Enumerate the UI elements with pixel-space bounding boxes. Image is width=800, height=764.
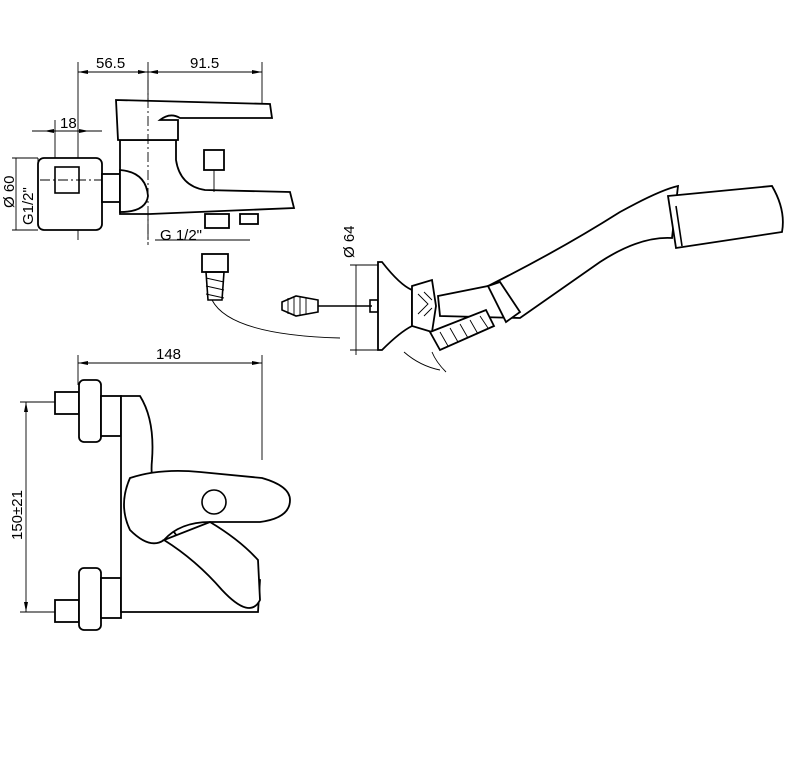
dim-91-5: 91.5 [190, 55, 219, 72]
hose-connector [201, 253, 229, 273]
lower-inlet [54, 599, 80, 623]
dim-outlet-thread: G 1/2" [160, 227, 202, 244]
dim-148: 148 [156, 346, 181, 363]
connection-nut [101, 173, 121, 203]
dim-150-21: 150±21 [9, 490, 26, 540]
shower-assembly: Ø 64 [281, 184, 784, 373]
dim-18: 18 [60, 115, 77, 132]
dim-inlet-thread: G1/2" [20, 187, 37, 225]
shower-head [666, 185, 784, 250]
front-lever [123, 469, 291, 545]
wall-flange [37, 157, 103, 231]
mixer-body [119, 139, 296, 215]
dim-56-5: 56.5 [96, 55, 125, 72]
wall-plug [281, 295, 319, 317]
side-view: 56.5 91.5 18 Ø 60 G1/2" G 1/2" [1, 55, 341, 339]
dim-diameter-64: Ø 64 [341, 225, 358, 258]
shower-handle [437, 184, 680, 319]
upper-inlet [54, 391, 80, 415]
front-view: 148 150±21 [9, 346, 291, 631]
dim-diameter-60: Ø 60 [1, 175, 18, 208]
lever-handle [115, 99, 274, 141]
holder-flange [377, 261, 413, 351]
lever-hole [201, 489, 227, 515]
shower-hose [428, 308, 496, 352]
